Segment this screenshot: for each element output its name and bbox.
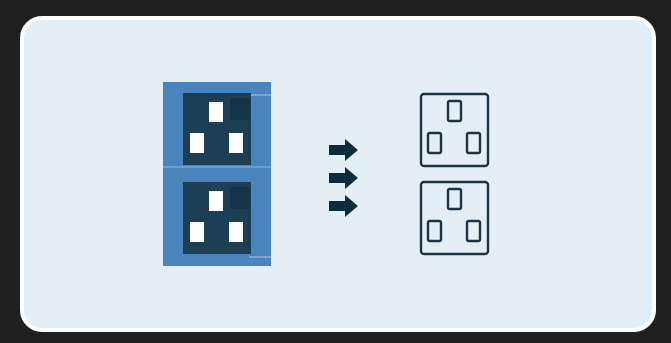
filled-socket-top	[183, 93, 251, 165]
socket-outline	[419, 180, 490, 256]
double-socket-outline-icon	[419, 92, 490, 256]
socket-shade	[230, 98, 250, 120]
arrow-right-icon	[329, 139, 358, 161]
socket-shade	[230, 187, 250, 209]
live-slot	[426, 131, 443, 155]
panel-line	[163, 166, 271, 168]
earth-slot	[209, 191, 223, 211]
arrow-right-icon	[329, 195, 358, 217]
neutral-slot	[465, 131, 482, 155]
neutral-slot	[465, 219, 482, 243]
neutral-slot	[229, 222, 243, 242]
outline-socket-top	[419, 92, 490, 168]
filled-socket-bottom	[183, 182, 251, 254]
double-socket-filled-icon	[163, 82, 271, 266]
panel-line	[249, 256, 271, 258]
neutral-slot	[229, 133, 243, 153]
outline-socket-bottom	[419, 180, 490, 256]
live-slot	[426, 219, 443, 243]
arrows-right-icon	[329, 139, 358, 217]
earth-slot	[446, 187, 463, 211]
earth-slot	[209, 102, 223, 122]
arrow-right-icon	[329, 167, 358, 189]
earth-slot	[446, 99, 463, 123]
socket-outline	[419, 92, 490, 168]
live-slot	[190, 133, 204, 153]
panel-line	[249, 94, 271, 96]
live-slot	[190, 222, 204, 242]
